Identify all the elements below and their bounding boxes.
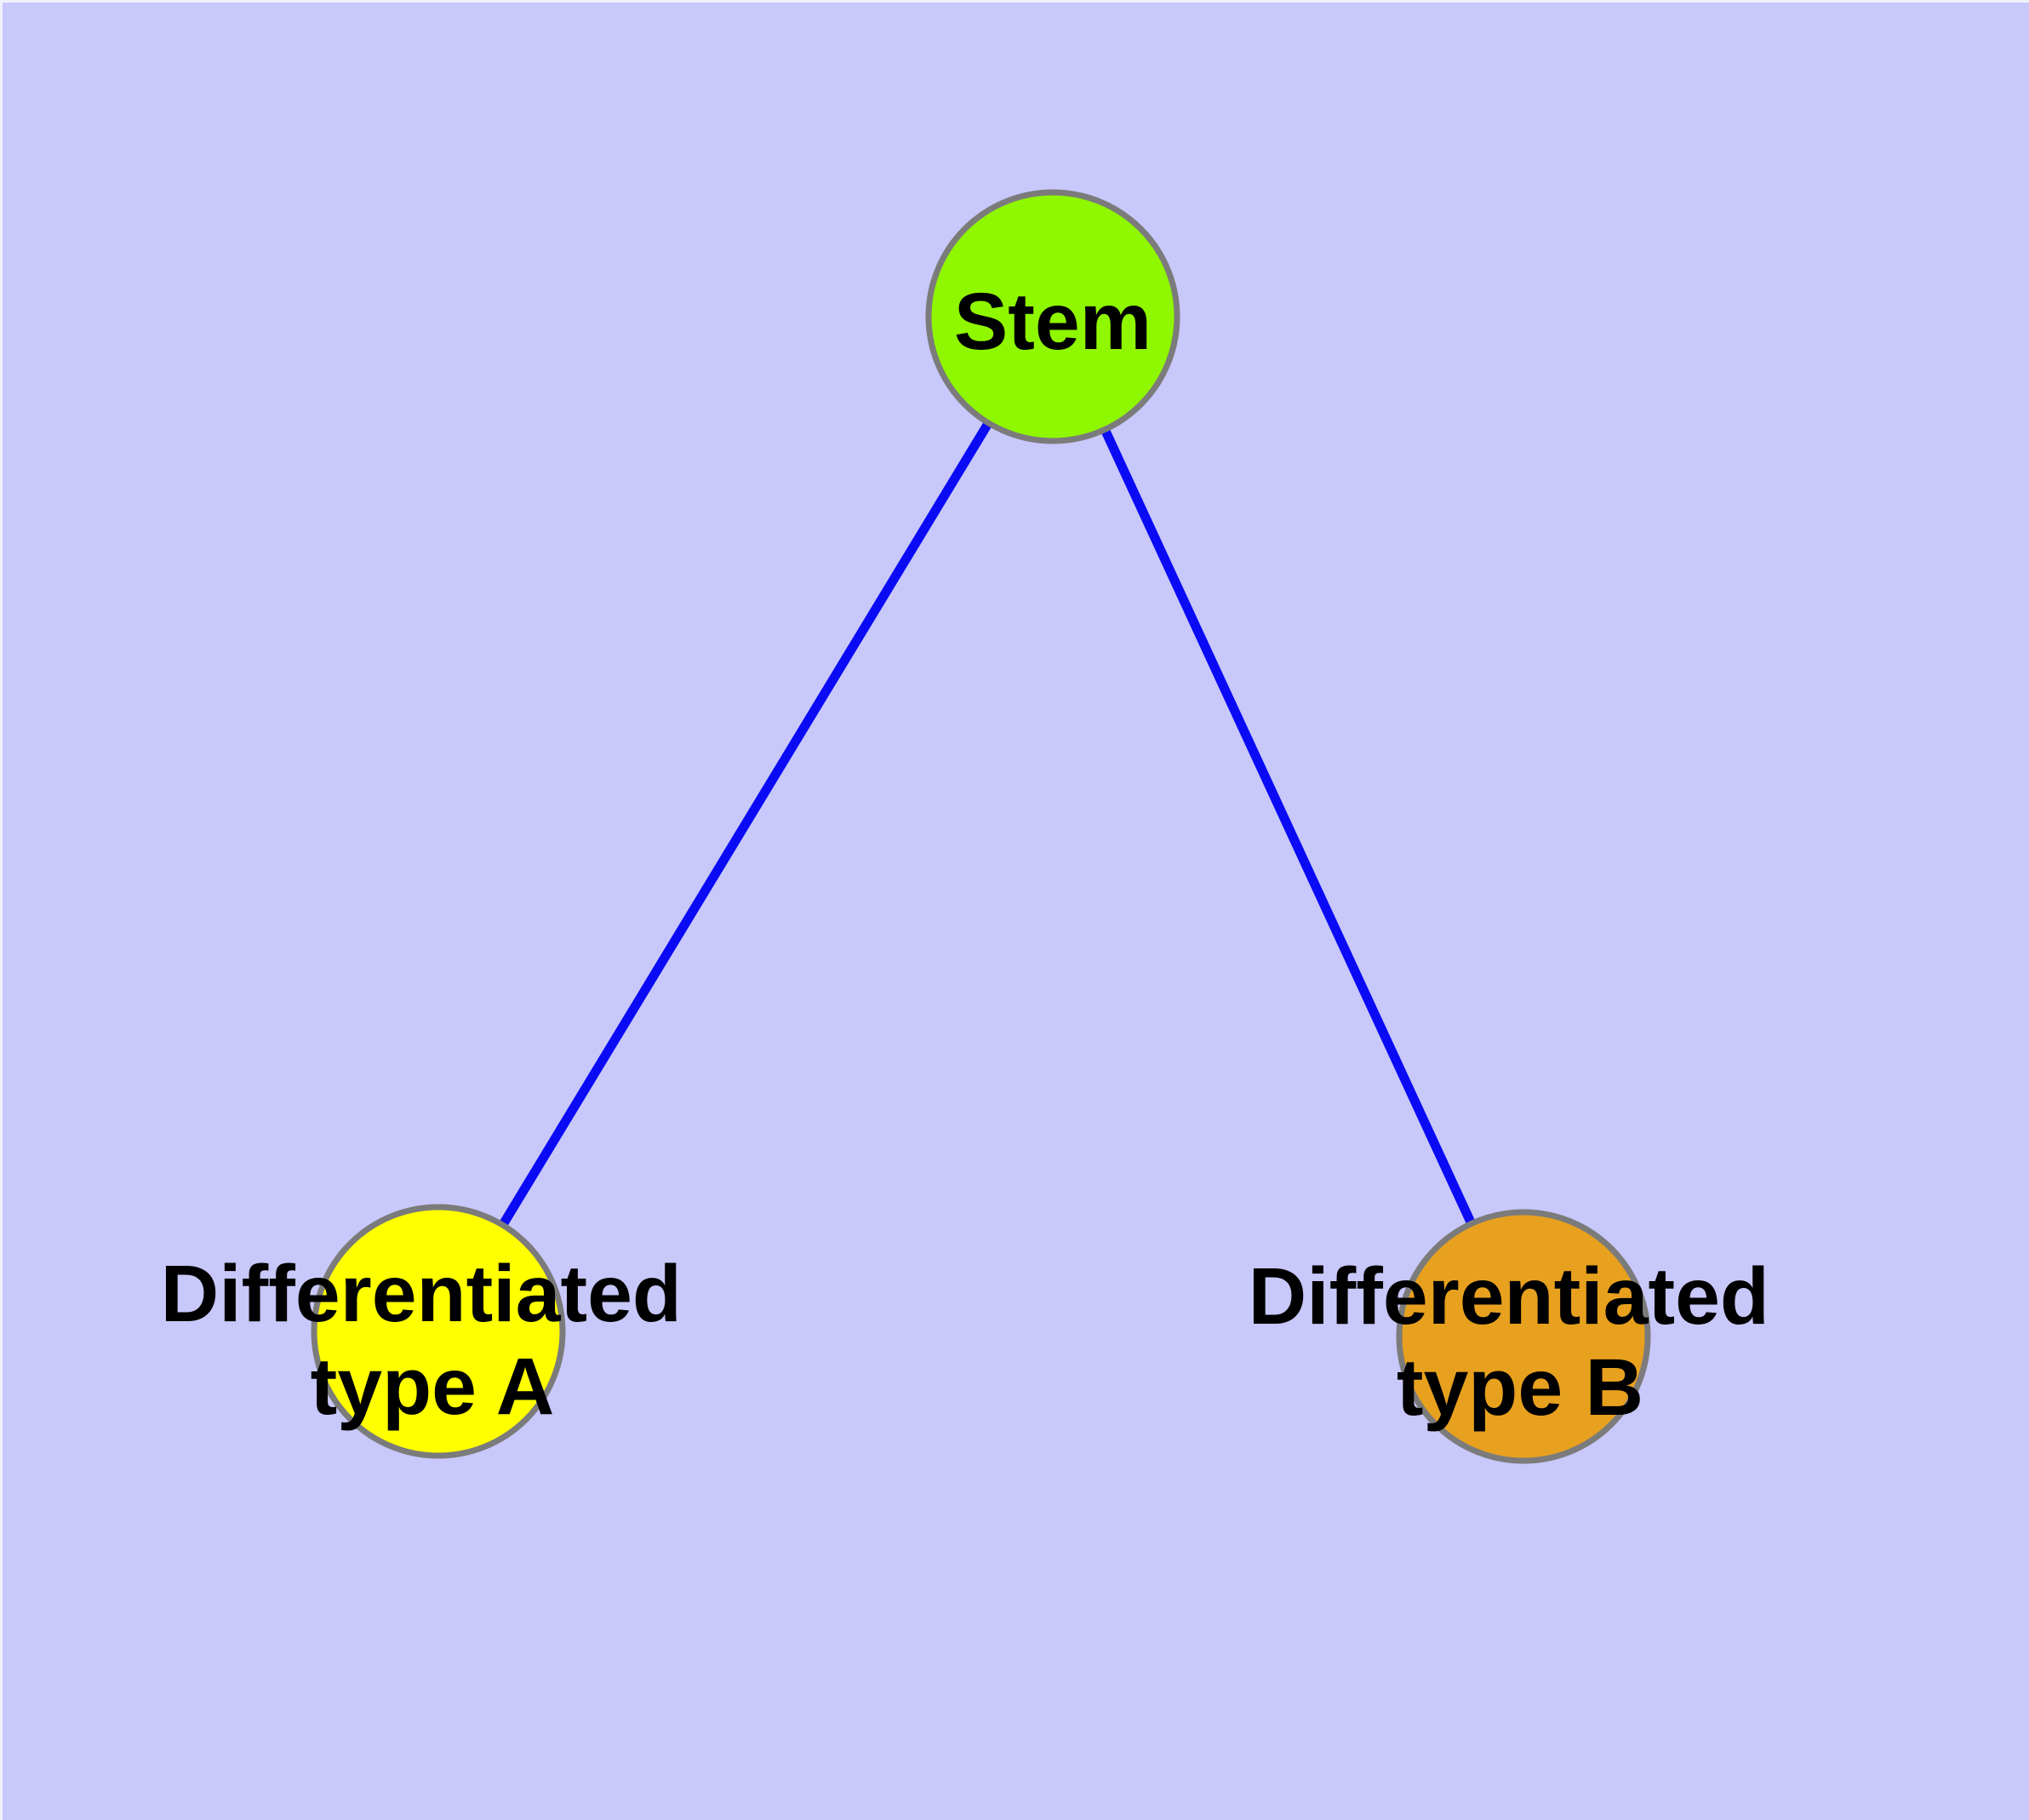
node-type-b-label-line1: Differentiated [1249,1251,1769,1342]
node-type-b-label-line2: type B [1397,1342,1643,1433]
canvas-edge-left [0,0,3,1820]
node-type-a-label-line2: type A [311,1342,555,1432]
node-type-a-circle [311,1204,566,1459]
node-type-b-circle [1396,1209,1651,1464]
node-stem-label: Stem [954,277,1152,367]
edge-stem-to-type-a [434,314,1057,1334]
node-stem-circle [925,189,1180,444]
canvas-edge-top [0,0,2029,3]
node-type-a-label-line1: Differentiated [161,1249,682,1339]
edge-stem-to-type-b [1049,314,1528,1339]
node-type-b-label: Differentiated type B [1249,1251,1792,1433]
node-type-a-label: Differentiated type A [161,1249,705,1432]
